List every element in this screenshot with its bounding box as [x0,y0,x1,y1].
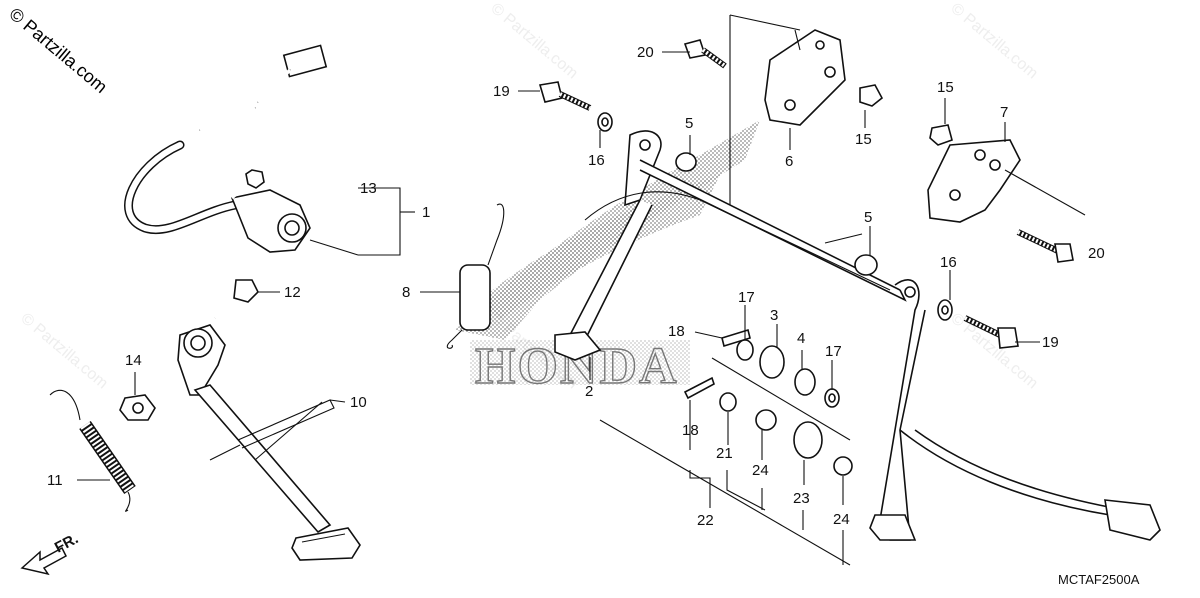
part-bolt-13 [231,169,265,200]
callout-12: 12 [284,284,301,301]
partzilla-watermark: © Partzilla.com [5,4,111,97]
part-spring-11 [49,389,136,512]
washers-and-nuts [597,84,953,476]
faint-watermark-5: © Partzilla.com [947,310,1041,392]
callout-16a: 16 [588,152,605,169]
callout-24a: 24 [752,462,769,479]
part-bolt-20-right [1016,229,1074,263]
callout-13: 13 [360,180,377,197]
callout-17b: 17 [825,343,842,360]
callout-2: 2 [585,383,593,400]
callout-23: 23 [793,490,810,507]
part-main-stand-2 [554,130,1161,541]
callout-3: 3 [770,307,778,324]
part-bolt-12 [213,279,259,320]
callout-21: 21 [716,445,733,462]
callout-11: 11 [47,472,63,489]
callout-10: 10 [350,394,367,411]
callout-5a: 5 [685,115,693,132]
faint-watermarks: © Partzilla.com © Partzilla.com © Partzi… [17,0,1041,392]
callout-19b: 19 [1042,334,1059,351]
faint-watermark-1: © Partzilla.com [487,0,581,82]
callout-20a: 20 [637,44,654,61]
part-bolt-19-top [538,81,592,111]
callout-14: 14 [125,352,142,369]
part-bolt-19-right [963,315,1019,349]
part-nut-14 [119,394,156,421]
part-bolt-20-top [683,39,727,69]
callout-numbers: 1 2 3 4 5 5 6 7 8 10 11 12 13 14 15 15 1… [47,44,1105,529]
honda-wing-logo: HONDA [455,120,760,396]
callout-17a: 17 [738,289,755,306]
callout-18b: 18 [682,422,699,439]
part-bracket-7 [927,139,1021,223]
part-bracket-6 [764,29,846,126]
callout-5b: 5 [864,209,872,226]
callout-7: 7 [1000,104,1008,121]
part-spring-8 [446,203,505,349]
callout-15a: 15 [937,79,954,96]
leader-lines [77,14,1086,566]
diagram-code: MCTAF2500A [1058,572,1140,587]
callout-4: 4 [797,330,805,347]
callout-19a: 19 [493,83,510,100]
faint-watermark-2: © Partzilla.com [947,0,1041,82]
part-side-stand [177,324,361,561]
part-side-stand-switch [124,44,328,253]
callout-1: 1 [422,204,430,221]
callout-20b: 20 [1088,245,1105,262]
front-direction-arrow: FR. [20,530,81,576]
callout-15b: 15 [855,131,872,148]
callout-8: 8 [402,284,410,301]
callout-24b: 24 [833,511,850,528]
callout-22: 22 [697,512,714,529]
callout-16b: 16 [940,254,957,271]
callout-6: 6 [785,153,793,170]
callout-18a: 18 [668,323,685,340]
faint-watermark-3: © Partzilla.com [17,310,111,392]
